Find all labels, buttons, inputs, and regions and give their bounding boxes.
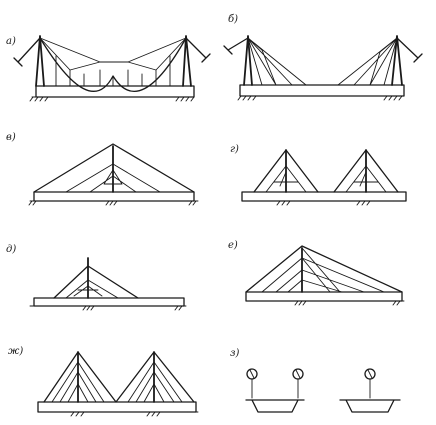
panel-z-mast-hatch-1 [249, 369, 301, 379]
panel-e: е) [228, 240, 405, 306]
panel-d-inner-stays [65, 279, 119, 299]
panel-g-outer-stays [253, 149, 399, 193]
panel-e-outer-stays [245, 245, 403, 293]
panel-d-supports [29, 305, 187, 311]
panel-b: б) [223, 14, 423, 101]
panel-b-deck [239, 84, 405, 97]
panel-e-supports [245, 300, 405, 306]
panel-v-deck [33, 191, 195, 202]
panel-a-pylon-left [35, 35, 45, 87]
panel-a-backstays [13, 37, 211, 67]
panel-d: д) [6, 244, 187, 311]
panel-zh-harp-stays [51, 361, 183, 403]
panel-zh-label: ж) [8, 346, 23, 357]
panel-a-hangers [55, 55, 171, 87]
panel-b-pylon-left [243, 35, 253, 86]
panel-z-section-2 [339, 399, 401, 413]
panel-g-inner-stays [265, 165, 387, 193]
panel-b-label: б) [228, 14, 238, 25]
panel-v-outer-stays [33, 143, 195, 193]
panel-a-label: а) [6, 36, 16, 47]
panel-zh-outer-stays [43, 351, 195, 403]
panel-zh: ж) [8, 346, 199, 417]
panel-z-masts-1 [251, 378, 299, 399]
panel-z-mast-hatch-2 [367, 369, 373, 379]
panel-a-deck [35, 85, 195, 98]
panel-g-pylons [285, 149, 367, 193]
panel-zh-pylons [77, 351, 155, 403]
panel-g-deck [241, 191, 407, 202]
panel-zh-deck [37, 401, 197, 413]
panel-e-deck [245, 291, 403, 302]
panel-b-pylon-right [391, 35, 403, 86]
panel-d-deck [33, 297, 185, 307]
panel-b-supports [237, 95, 403, 101]
panel-zh-supports [37, 411, 199, 417]
panel-z: з) [230, 348, 401, 413]
panel-v: в) [6, 132, 199, 206]
panel-g-supports [241, 200, 407, 206]
panel-v-supports [28, 200, 199, 206]
panel-b-stays [247, 37, 398, 86]
panel-a-supports [29, 96, 195, 102]
panel-a-stays [39, 37, 187, 71]
panel-d-label: д) [6, 244, 16, 255]
panel-e-fan-stays [261, 247, 385, 293]
panel-v-label: в) [6, 132, 16, 143]
panel-v-inner-stays [65, 163, 161, 193]
panel-z-label: з) [230, 348, 239, 359]
panel-d-outer-stays [53, 265, 139, 299]
panel-z-section-1 [245, 399, 305, 413]
panel-g: г) [230, 144, 407, 206]
panel-a-pylon-right [182, 35, 192, 87]
panel-a: а) [6, 35, 211, 102]
panel-e-label: е) [228, 240, 238, 251]
panel-b-backstays [223, 37, 423, 63]
panel-g-label: г) [230, 144, 239, 155]
